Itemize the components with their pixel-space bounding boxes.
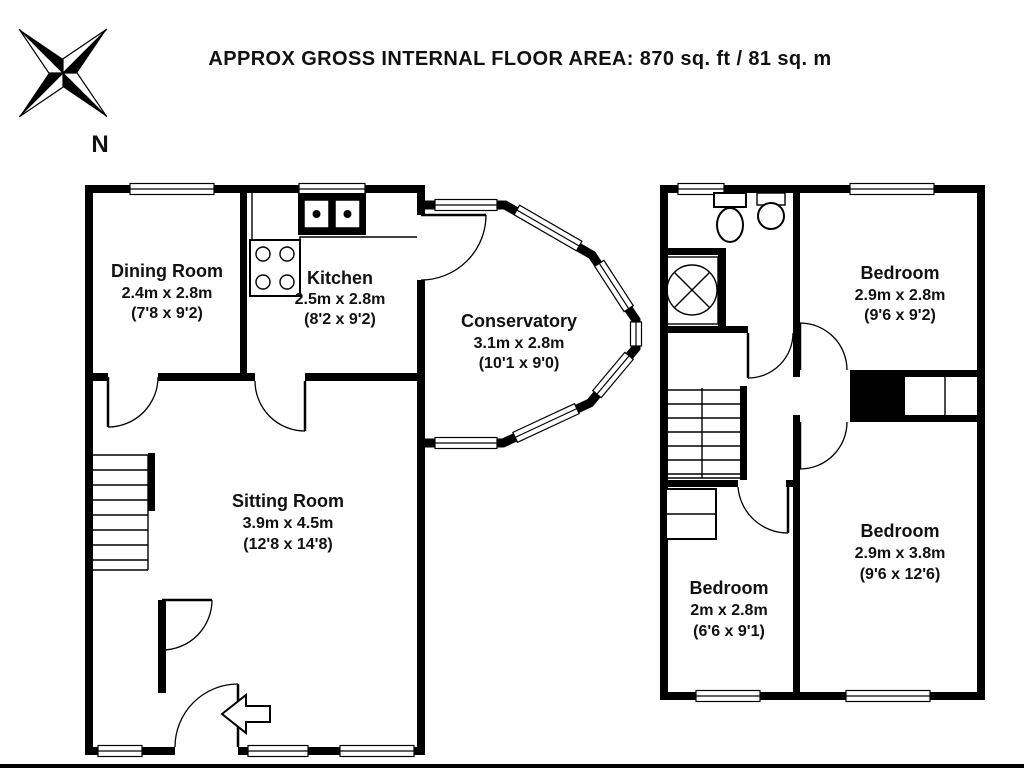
window bbox=[629, 321, 643, 347]
basin-icon bbox=[756, 192, 786, 230]
floor-area-title: APPROX GROSS INTERNAL FLOOR AREA: 870 sq… bbox=[208, 48, 831, 70]
room-imperial: (6'6 x 9'1) bbox=[693, 623, 765, 640]
window bbox=[434, 198, 498, 212]
window bbox=[695, 689, 761, 703]
room-label-dining: Dining Room 2.4m x 2.8m (7'8 x 9'2) bbox=[111, 261, 223, 322]
window bbox=[339, 744, 415, 758]
door bbox=[420, 213, 487, 281]
room-label-conservatory: Conservatory 3.1m x 2.8m (10'1 x 9'0) bbox=[461, 311, 577, 372]
window bbox=[677, 182, 725, 196]
room-name: Bedroom bbox=[860, 521, 939, 541]
entrance-arrow-icon bbox=[220, 692, 271, 736]
window bbox=[97, 744, 143, 758]
compass-rose-icon: N bbox=[18, 28, 109, 158]
room-name: Sitting Room bbox=[232, 491, 344, 511]
room-label-bedroom1: Bedroom 2.9m x 2.8m (9'6 x 9'2) bbox=[855, 263, 946, 324]
room-name: Dining Room bbox=[111, 261, 223, 281]
staircase bbox=[664, 388, 740, 479]
window bbox=[298, 182, 366, 196]
window bbox=[591, 351, 635, 399]
conservatory-bay bbox=[421, 198, 643, 450]
door bbox=[746, 332, 794, 379]
room-imperial: (9'6 x 12'6) bbox=[860, 566, 941, 583]
room-name: Kitchen bbox=[307, 268, 373, 288]
first-floor-windows bbox=[677, 182, 935, 703]
north-label: N bbox=[91, 131, 108, 158]
room-imperial: (9'6 x 9'2) bbox=[864, 307, 936, 324]
first-floor-walls bbox=[660, 185, 985, 700]
door bbox=[161, 598, 213, 651]
room-name: Bedroom bbox=[689, 578, 768, 598]
window bbox=[593, 259, 635, 313]
room-imperial: (7'8 x 9'2) bbox=[131, 305, 203, 322]
room-imperial: (10'1 x 9'0) bbox=[479, 355, 560, 372]
room-metric: 2.9m x 2.8m bbox=[855, 287, 946, 304]
scan-edge bbox=[0, 764, 1024, 768]
room-metric: 3.9m x 4.5m bbox=[243, 515, 334, 532]
window bbox=[849, 182, 935, 196]
staircase bbox=[93, 454, 149, 571]
ground-floor-doors bbox=[106, 213, 487, 748]
door bbox=[106, 376, 159, 428]
room-metric: 3.1m x 2.8m bbox=[474, 335, 565, 352]
toilet-icon bbox=[713, 192, 747, 243]
door bbox=[798, 421, 848, 470]
window bbox=[845, 689, 931, 703]
room-metric: 2m x 2.8m bbox=[690, 602, 767, 619]
room-imperial: (12'8 x 14'8) bbox=[243, 536, 332, 553]
door bbox=[798, 322, 848, 371]
window bbox=[129, 182, 215, 196]
room-label-kitchen: Kitchen 2.5m x 2.8m (8'2 x 9'2) bbox=[295, 268, 386, 328]
window bbox=[247, 744, 309, 758]
ground-floor-walls bbox=[85, 185, 425, 755]
room-imperial: (8'2 x 9'2) bbox=[304, 311, 376, 328]
door bbox=[254, 380, 307, 432]
ground-floor-windows bbox=[97, 182, 415, 758]
room-name: Conservatory bbox=[461, 311, 577, 331]
window bbox=[512, 402, 580, 444]
cupboard bbox=[665, 488, 717, 540]
room-metric: 2.4m x 2.8m bbox=[122, 285, 213, 302]
window bbox=[434, 436, 498, 450]
room-name: Bedroom bbox=[860, 263, 939, 283]
room-metric: 2.9m x 3.8m bbox=[855, 545, 946, 562]
room-label-bedroom3: Bedroom 2m x 2.8m (6'6 x 9'1) bbox=[689, 578, 768, 640]
window bbox=[513, 204, 583, 252]
room-label-sitting: Sitting Room 3.9m x 4.5m (12'8 x 14'8) bbox=[232, 491, 344, 553]
first-floor-doors bbox=[737, 322, 848, 534]
room-metric: 2.5m x 2.8m bbox=[295, 291, 386, 308]
stove-icon bbox=[249, 239, 301, 297]
kitchen-sink-icon bbox=[298, 193, 366, 235]
shower-icon bbox=[665, 256, 719, 325]
door bbox=[737, 486, 790, 534]
room-label-bedroom2: Bedroom 2.9m x 3.8m (9'6 x 12'6) bbox=[855, 521, 946, 583]
